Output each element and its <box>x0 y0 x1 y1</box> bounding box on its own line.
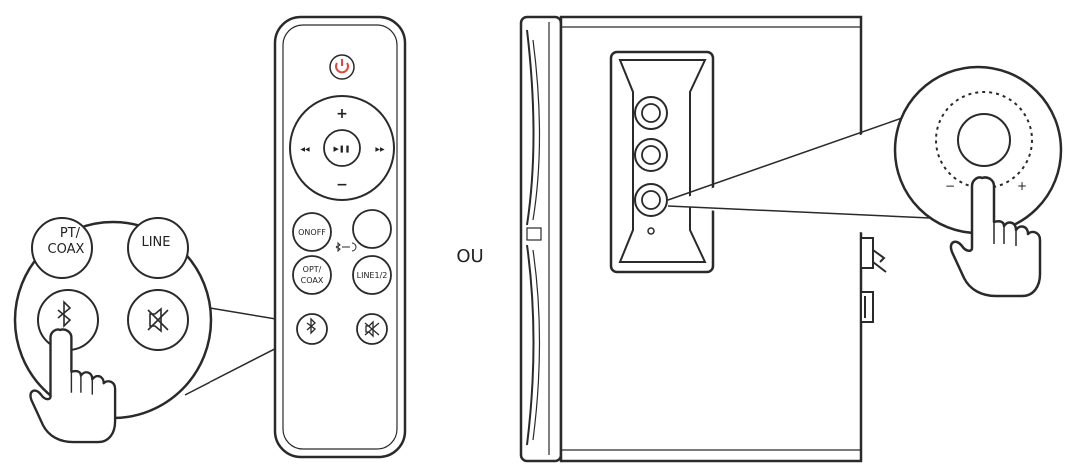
zoom-mute-icon <box>147 307 169 333</box>
line12-label: LINE1/2 <box>357 271 388 280</box>
pair-icon <box>335 241 357 253</box>
opt-coax-button[interactable] <box>292 255 332 295</box>
play-pause-button[interactable] <box>323 129 361 167</box>
zoom-pt-coax-button[interactable] <box>31 217 93 279</box>
knob-callout-line-top <box>667 109 926 201</box>
volume-up-button[interactable]: + <box>336 106 348 122</box>
zoom-line-button[interactable] <box>127 217 189 279</box>
bluetooth-button[interactable] <box>296 313 328 345</box>
knob-scale-ring <box>935 91 1033 189</box>
knob-plus-label: + <box>1017 179 1027 193</box>
remote-inner-outline <box>282 24 398 450</box>
zoom-line-label: LINE <box>141 235 170 250</box>
opt-coax-label-2: COAX <box>301 276 324 285</box>
opt-coax-label-1: OPT/ <box>303 265 322 274</box>
separator-label: OU <box>456 246 483 267</box>
volume-down-button[interactable]: − <box>336 177 348 193</box>
zoom-pt-coax-label-1: PT/ <box>60 226 81 241</box>
zoom-bluetooth-icon <box>57 300 72 328</box>
volume-knob[interactable] <box>957 113 1011 167</box>
onoff-label: ONOFF <box>298 228 326 237</box>
status-led <box>647 227 655 235</box>
previous-button[interactable]: ◀◀ <box>300 146 310 153</box>
knob-minus-label: − <box>945 179 955 193</box>
remote-zoom-callout: PT/ COAX LINE <box>13 217 301 444</box>
knob-zoom-callout: − + <box>893 65 1063 298</box>
rear-connectors <box>860 237 887 323</box>
bluetooth-icon <box>306 317 316 335</box>
remote-control: ▶❚❚ + − ◀◀ ▶▶ ONOFF OPT/ COAX LINE1/2 <box>273 15 407 459</box>
onoff-button[interactable] <box>292 212 332 252</box>
play-pause-label: ▶❚❚ <box>333 145 350 153</box>
power-button[interactable] <box>329 54 355 80</box>
power-icon <box>335 59 349 74</box>
line12-button[interactable] <box>352 255 392 295</box>
speaker-side-view <box>519 15 948 463</box>
pair-button[interactable] <box>352 209 392 249</box>
next-button[interactable]: ▶▶ <box>375 146 385 153</box>
zoom-pt-coax-label-2: COAX <box>48 242 85 257</box>
knob-callout-line-bottom <box>667 205 931 219</box>
mute-icon <box>364 320 380 338</box>
